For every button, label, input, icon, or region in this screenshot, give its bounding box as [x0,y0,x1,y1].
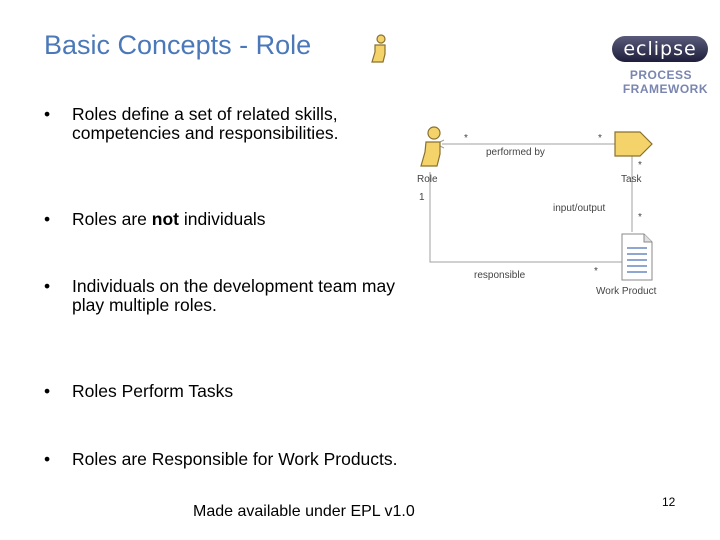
multiplicity-star: * [638,212,642,223]
responsible-line [429,172,622,263]
bullet-marker: • [44,209,51,229]
bullet-item: • Roles are Responsible for Work Product… [44,450,402,469]
role-icon [371,34,386,63]
bullet-text-post: individuals [178,209,266,229]
bullet-text: Roles Perform Tasks [72,381,234,401]
work-product-icon [621,233,653,281]
role-multiplicity: 1 [419,192,425,203]
bullet-item: • Roles define a set of related skills, … [44,105,402,143]
work-product-label: Work Product [596,286,657,297]
bullet-item: • Roles Perform Tasks [44,382,402,401]
connector-lines [429,139,633,263]
slide-title: Basic Concepts - Role [44,30,312,60]
page-number: 12 [662,495,676,509]
bullet-text: Individuals on the development team may … [72,276,395,315]
bullet-text: Roles are Responsible for Work Products. [72,449,398,469]
bullet-item: • Roles are not individuals [44,210,402,229]
bullet-marker: • [44,104,51,124]
role-label: Role [417,174,438,185]
bullet-marker: • [44,449,51,469]
role-icon [420,126,441,167]
bullet-list: • Roles define a set of related skills, … [44,105,398,469]
bullet-text-pre: Roles are [72,209,152,229]
responsible-label: responsible [474,270,526,281]
bullet-marker: • [44,381,51,401]
bullet-marker: • [44,276,51,296]
task-icon [614,131,653,157]
eclipse-process-framework-logo: eclipse PROCESS FRAMEWORK [604,30,716,100]
footer-license: Made available under EPL v1.0 [193,503,415,520]
logo-framework-text: FRAMEWORK [622,82,708,96]
role-task-workproduct-diagram: Role 1 Task Work Product performed by in… [417,126,657,297]
performed-by-label: performed by [486,147,545,158]
bullet-text: Roles define a set of related skills, co… [72,104,339,143]
eclipse-wordmark: eclipse [612,36,708,62]
task-label: Task [621,174,643,185]
multiplicity-star: * [594,266,598,277]
multiplicity-star: * [598,133,602,144]
input-output-label: input/output [553,203,605,214]
multiplicity-star: * [638,160,642,171]
bullet-item: • Individuals on the development team ma… [44,277,402,315]
multiplicity-star: * [464,133,468,144]
bullet-text-bold: not [151,209,179,229]
logo-process-text: PROCESS [629,68,692,82]
